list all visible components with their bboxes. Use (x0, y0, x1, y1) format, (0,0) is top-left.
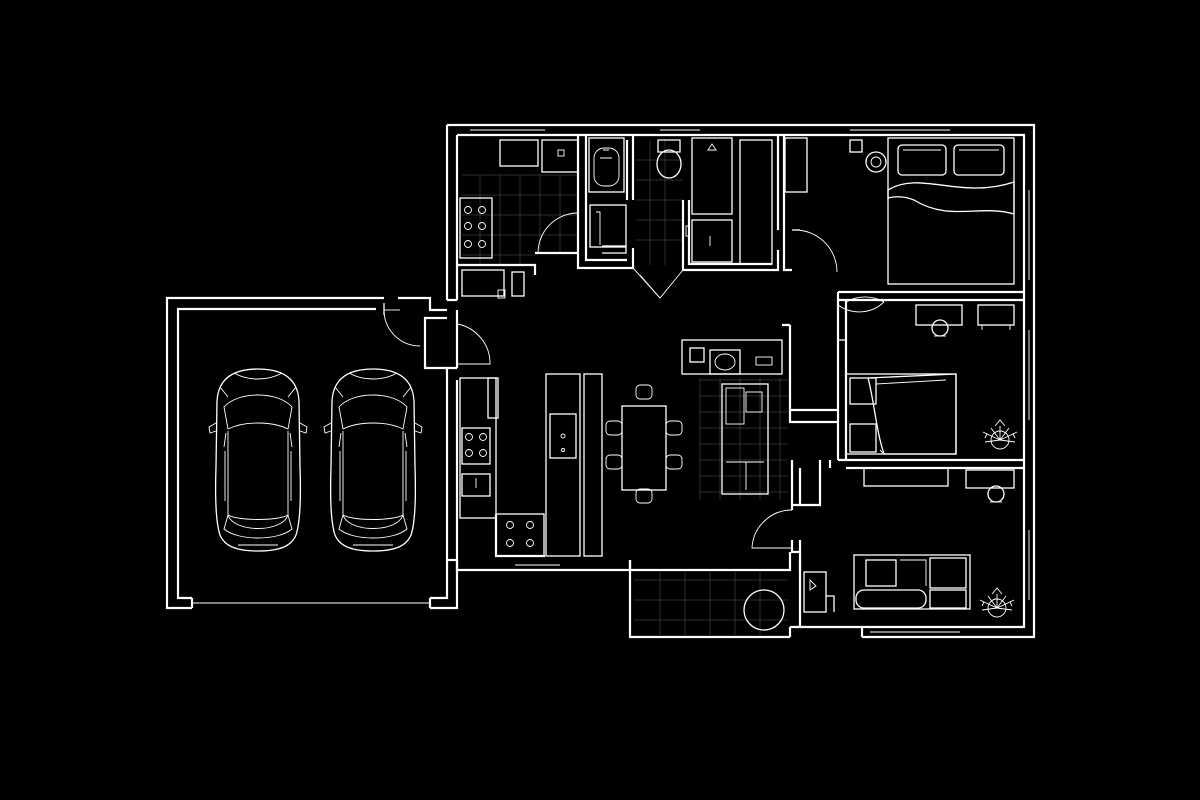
car-left (208, 368, 308, 552)
car-right (323, 368, 423, 552)
patio (634, 572, 788, 635)
kitchen (459, 373, 603, 558)
dining-area (605, 384, 683, 504)
bedroom-2 (845, 304, 1018, 455)
house-exterior-walls (445, 123, 1036, 639)
interior-walls (457, 135, 1024, 554)
plant-icon (979, 587, 1015, 618)
bedroom-3 (751, 467, 1015, 618)
laundry-room (459, 139, 579, 299)
entry-hall (447, 298, 491, 370)
garage (165, 296, 459, 610)
living-area (681, 339, 788, 500)
hall-closet (784, 137, 885, 341)
bathroom (588, 137, 773, 299)
master-bedroom (849, 137, 1015, 285)
plant-icon (982, 419, 1018, 450)
